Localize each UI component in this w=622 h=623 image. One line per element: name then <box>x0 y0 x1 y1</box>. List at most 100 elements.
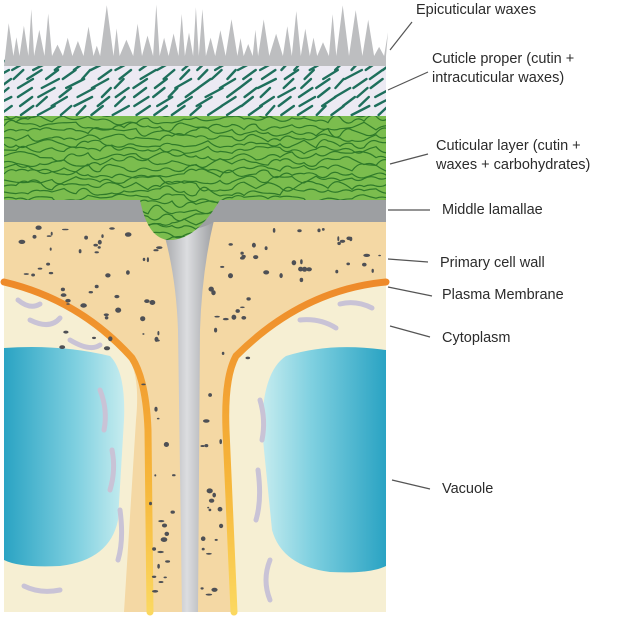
label-plasma-membrane: Plasma Membrane <box>442 287 564 303</box>
cell-wall-particle <box>46 235 52 237</box>
cell-wall-particle <box>240 306 245 309</box>
cuticle-stripe <box>225 104 243 117</box>
cuticle-stripe <box>225 86 241 99</box>
cell-wall-particle <box>60 293 67 297</box>
cuticle-stripe <box>96 95 111 108</box>
cuticle-stripe <box>204 86 224 99</box>
cell-wall-particle <box>156 246 163 250</box>
cuticle-stripe <box>90 104 105 117</box>
cell-wall-particle <box>46 262 51 266</box>
cuticle-stripe <box>16 77 35 90</box>
cell-wall-particle <box>165 560 171 563</box>
cell-wall-particle <box>306 267 312 272</box>
cell-wall-particle <box>50 231 53 236</box>
cell-wall-particle <box>346 236 352 241</box>
cell-wall-particle <box>201 547 205 551</box>
cell-wall-particle <box>109 227 115 230</box>
cell-wall-particle <box>126 270 130 275</box>
cuticle-stripe <box>58 86 73 99</box>
cuticle-stripe <box>167 86 179 99</box>
cell-wall-particle <box>241 316 247 320</box>
leader-lines <box>387 21 433 490</box>
cell-wall-particle <box>362 262 367 267</box>
cuticle-stripe <box>184 86 200 99</box>
cuticle-stripe <box>297 86 314 99</box>
cuticle-stripe <box>4 95 13 103</box>
cell-wall-particle <box>157 563 160 569</box>
cell-wall-particle <box>149 501 152 506</box>
cuticle-stripe <box>368 68 384 81</box>
cell-wall-particle <box>300 259 303 265</box>
cell-wall-particle <box>240 251 244 255</box>
label-primary-cell-wall: Primary cell wall <box>440 255 545 271</box>
cell-wall-particle <box>88 291 94 294</box>
cuticle-stripe <box>333 86 352 99</box>
cell-wall-particle <box>156 417 160 420</box>
cell-wall-particle <box>155 339 160 342</box>
cell-wall-particle <box>245 356 251 360</box>
cell-wall-particle <box>222 317 229 321</box>
cell-wall-particle <box>204 444 209 448</box>
cell-wall-particle <box>108 336 113 342</box>
cell-wall-particle <box>211 587 218 592</box>
cell-wall-particle <box>228 273 233 279</box>
cuticle-stripe <box>315 77 331 90</box>
label-vacuole: Vacuole <box>442 481 494 497</box>
cell-wall-particle <box>124 232 132 237</box>
cuticle-stripe <box>153 104 169 117</box>
cell-wall-particle <box>152 590 159 593</box>
cell-wall-particle <box>208 508 212 512</box>
cell-wall-particle <box>264 246 268 251</box>
cell-wall-particle <box>61 228 69 231</box>
cell-wall-particle <box>146 257 149 263</box>
cuticular-fiber <box>4 168 386 179</box>
cuticle-stripe <box>334 77 345 90</box>
cuticle-stripe <box>76 86 96 99</box>
cell-wall-particle <box>337 241 341 246</box>
cuticle-stripe <box>37 86 56 99</box>
cell-wall-particle <box>378 254 381 257</box>
cell-wall-particle <box>149 300 156 305</box>
cuticular-fiber <box>4 114 386 126</box>
cell-wall-particle <box>97 246 101 249</box>
cuticular-fiber <box>4 185 386 197</box>
cuticle-stripe <box>256 77 277 90</box>
cell-wall-particle <box>163 576 167 579</box>
cuticle-stripe <box>218 77 237 90</box>
cuticle-stripe <box>316 86 331 99</box>
cell-wall-particle <box>335 269 339 274</box>
cuticle-stripe <box>189 104 203 117</box>
cell-wall-particle <box>371 268 374 273</box>
cell-wall-particle <box>170 510 175 514</box>
cell-wall-particles <box>18 225 381 596</box>
cell-wall-particle <box>142 257 146 262</box>
label-cytoplasm: Cytoplasm <box>442 330 511 346</box>
cuticle-stripe <box>135 104 152 117</box>
cell-wall-particle <box>220 265 225 268</box>
label-cuticle-proper-line2: intracuticular waxes) <box>432 70 565 86</box>
cuticle-stripe <box>242 68 257 81</box>
cuticle-stripe <box>356 86 369 99</box>
cell-wall-particle <box>152 547 157 551</box>
cuticle-stripe <box>283 68 300 81</box>
cell-wall-particle <box>219 523 224 529</box>
cuticle-stripe <box>4 104 13 114</box>
cuticular-fiber <box>4 174 386 185</box>
cuticle-stripe <box>298 95 317 108</box>
cuticle-stripe <box>315 104 327 117</box>
cuticle-stripe <box>322 68 339 81</box>
cuticular-fiber <box>4 126 386 138</box>
cuticle-stripe <box>243 86 258 99</box>
cell-wall-particle <box>240 256 245 260</box>
cuticle-stripe <box>377 106 386 117</box>
cell-wall-particle <box>158 520 165 523</box>
cuticle-stripe <box>36 104 56 117</box>
cell-wall-particle <box>200 445 205 447</box>
cell-wall-particle <box>93 243 98 247</box>
cuticle-stripe <box>381 66 386 72</box>
label-cuticle-proper-line1: Cuticle proper (cutin + <box>432 51 575 67</box>
cuticle-stripe <box>350 104 371 117</box>
cell-wall-particle <box>153 249 159 252</box>
cuticle-stripe <box>97 68 113 81</box>
cell-wall-particle <box>214 538 218 541</box>
